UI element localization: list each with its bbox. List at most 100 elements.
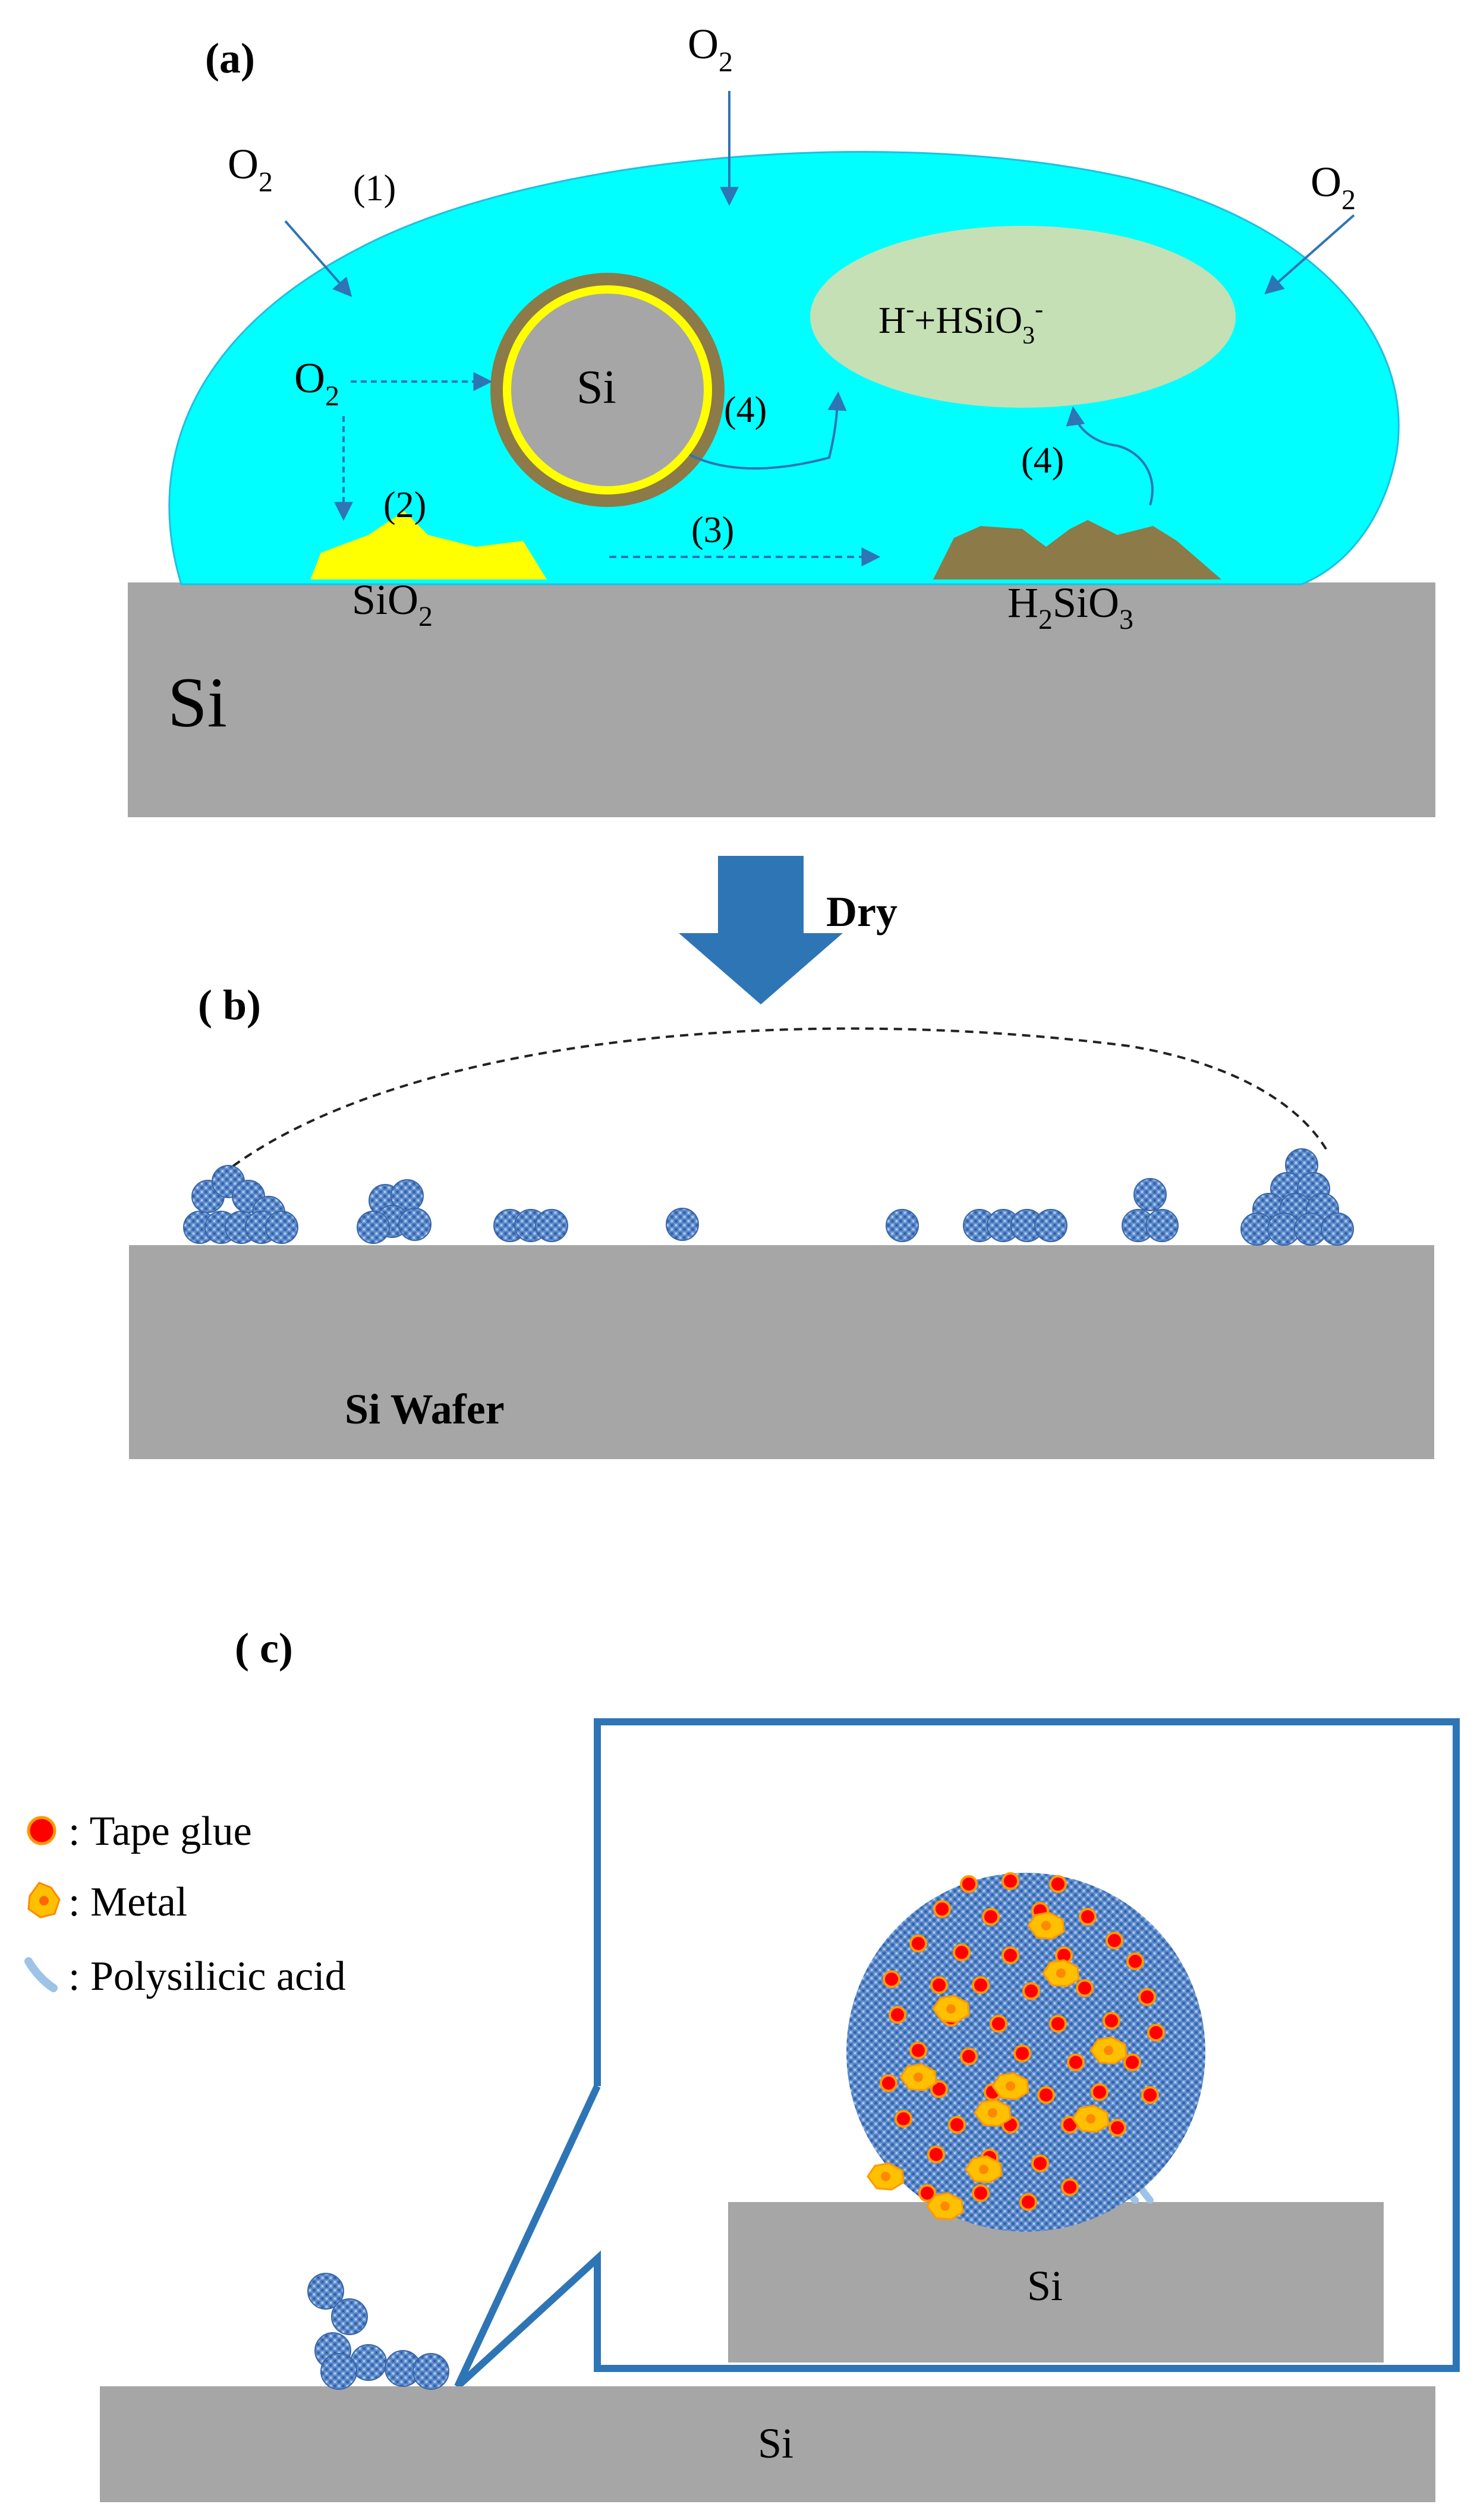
metal-particle-core xyxy=(940,2201,950,2211)
step4-arrow-right xyxy=(1066,406,1154,506)
cluster-particle xyxy=(307,2273,344,2310)
o2-label-right: O2 xyxy=(1311,158,1356,216)
tape-glue-dot xyxy=(1013,2045,1031,2062)
cluster-particle xyxy=(331,2298,368,2335)
step-3-label: (3) xyxy=(691,510,734,550)
dried-particle xyxy=(535,1209,568,1242)
particle-si-label: Si xyxy=(577,361,616,414)
substrate-b-label: Si Wafer xyxy=(345,1385,505,1433)
step4-arrow-left xyxy=(689,391,847,470)
tape-glue-dot xyxy=(948,2116,966,2134)
tape-glue-dot xyxy=(933,1900,951,1918)
substrate-a xyxy=(128,582,1435,817)
dried-particle xyxy=(1321,1212,1354,1246)
tape-glue-dot xyxy=(1147,2024,1165,2042)
cluster-particle xyxy=(320,2353,357,2390)
tape-glue-dot xyxy=(927,2146,945,2163)
panel-c: ( c) : Tape glue : Metal : Polysilicic a… xyxy=(24,1624,1460,2502)
sio2-label: SiO2 xyxy=(352,576,433,632)
particle-cluster xyxy=(307,2273,449,2390)
reaction-arrows xyxy=(284,91,1355,566)
substrate-b xyxy=(129,1245,1434,1459)
tape-glue-dot xyxy=(1022,1982,1040,2000)
panel-c-label: ( c) xyxy=(235,1624,293,1672)
tape-glue-dot xyxy=(1123,2053,1141,2071)
o2-label-inner: O2 xyxy=(294,354,339,412)
tape-glue-dot xyxy=(982,1908,1000,1926)
metal-particle-core xyxy=(1006,2081,1015,2091)
h2sio3-deposit xyxy=(933,520,1221,579)
cluster-particle xyxy=(412,2353,449,2390)
metal-particle-core xyxy=(988,2108,997,2118)
tape-glue-dot xyxy=(918,2184,936,2202)
tape-glue-dot xyxy=(972,1976,990,1994)
dry-arrow-icon xyxy=(679,856,843,1004)
metal-particle-core xyxy=(946,2004,956,2014)
tape-glue-dot xyxy=(889,2006,906,2024)
inset-substrate-label: Si xyxy=(1027,2262,1063,2310)
tape-glue-dot xyxy=(960,2048,978,2065)
tape-glue-dot xyxy=(895,2110,912,2128)
metal-icon-core xyxy=(39,1896,49,1905)
metal-particle-core xyxy=(1056,1968,1066,1978)
dried-particle xyxy=(666,1208,699,1241)
step-4-label-left: (4) xyxy=(724,390,767,430)
legend: : Tape glue : Metal : Polysilicic acid xyxy=(24,1809,346,1999)
tape-glue-dot xyxy=(990,2015,1007,2033)
legend-polysilicic-acid: : Polysilicic acid xyxy=(68,1954,346,1999)
panel-a-label: (a) xyxy=(205,34,255,82)
dried-particle xyxy=(265,1211,298,1244)
dry-transition: Dry xyxy=(679,856,897,1004)
tape-glue-icon xyxy=(27,1816,56,1845)
tape-glue-dot xyxy=(909,2042,927,2059)
former-droplet-outline xyxy=(232,1027,1330,1167)
o2-arrow-right xyxy=(1264,214,1355,295)
water-droplet xyxy=(168,151,1400,585)
si-particle-core xyxy=(511,294,704,486)
tape-glue-dot xyxy=(909,1935,927,1952)
metal-particle-core xyxy=(1104,2046,1113,2055)
tape-glue-dot xyxy=(1126,1952,1144,1970)
panel-b-label: ( b) xyxy=(198,981,261,1029)
tape-glue-dot xyxy=(1019,2193,1037,2211)
tape-glue-dot xyxy=(930,1976,948,1994)
substrate-c-label: Si xyxy=(758,2420,793,2467)
metal-particle-core xyxy=(881,2172,890,2181)
metal-particle-core xyxy=(914,2072,923,2082)
dried-particle xyxy=(886,1209,919,1242)
h2sio3-label: H2SiO3 xyxy=(1007,579,1133,635)
metal-particles xyxy=(867,1911,1128,2220)
o2-label-top: O2 xyxy=(688,20,733,78)
dried-particle xyxy=(1145,1209,1179,1242)
legend-metal: : Metal xyxy=(68,1879,187,1925)
tape-glue-dot xyxy=(1037,2086,1055,2104)
tape-glue-dot xyxy=(1002,1872,1019,1890)
zoom-callout-outline xyxy=(454,1718,1460,2389)
tape-glue-dot xyxy=(1061,2178,1079,2196)
tape-glue-dot xyxy=(1002,1946,1019,1964)
dried-particle xyxy=(398,1208,432,1241)
tape-glue-dot xyxy=(1091,2083,1108,2101)
step-4-label-right: (4) xyxy=(1021,440,1064,481)
tape-glue-dot xyxy=(1079,1908,1097,1926)
dried-particle xyxy=(1133,1178,1167,1211)
dry-label: Dry xyxy=(826,888,897,935)
tape-glue-dot xyxy=(880,2074,897,2092)
step-1-label: (1) xyxy=(353,168,396,209)
dried-particle-group xyxy=(183,1148,1354,1246)
dried-particle xyxy=(1034,1209,1067,1242)
metal-particle-core xyxy=(1041,1921,1051,1930)
tape-glue-dot xyxy=(1076,1979,1094,1997)
tape-glue-dot xyxy=(1067,2053,1085,2071)
substrate-c xyxy=(100,2386,1435,2502)
substrate-a-label: Si xyxy=(168,663,227,742)
ion-region xyxy=(810,226,1236,408)
ion-label: H-+HSiO3- xyxy=(878,296,1043,349)
tape-glue-dot xyxy=(1141,2086,1159,2104)
panel-b: ( b) Si Wafer xyxy=(129,981,1434,1459)
legend-tape-glue: : Tape glue xyxy=(68,1809,252,1854)
tape-glue-dot xyxy=(972,2184,990,2202)
tape-glue-dot xyxy=(1049,2015,1067,2033)
tape-glue-dot xyxy=(883,1970,900,1988)
